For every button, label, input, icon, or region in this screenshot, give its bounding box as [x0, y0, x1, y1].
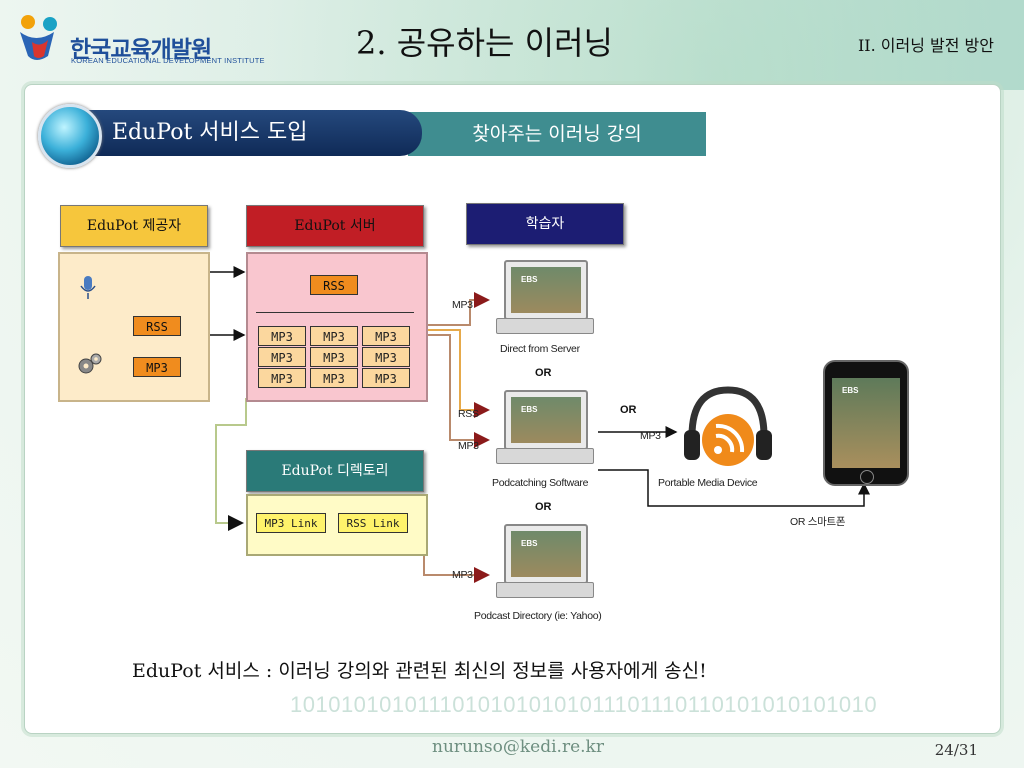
header-band — [0, 0, 1024, 90]
or-label: OR — [620, 404, 637, 416]
mp3-tag: MP3 — [310, 368, 358, 388]
server-header: EduPot 서버 — [246, 205, 424, 247]
page-number: 24/31 — [934, 741, 978, 759]
kedi-logo: 한국교육개발원 KOREAN EDUCATIONAL DEVELOPMENT I… — [14, 12, 265, 65]
mp3-tag: MP3 — [310, 347, 358, 367]
or-label: OR — [535, 501, 552, 513]
laptop-direct: EBS — [496, 260, 594, 344]
laptop-caption-directory: Podcast Directory (ie: Yahoo) — [474, 610, 602, 622]
smartphone-icon: EBS — [823, 360, 909, 486]
ebs-logo: EBS — [521, 275, 538, 284]
laptop-directory: EBS — [496, 524, 594, 608]
mp3-tag: MP3 — [258, 347, 306, 367]
laptop-podcatching: EBS — [496, 390, 594, 474]
mp3-tag: MP3 — [258, 326, 306, 346]
provider-header: EduPot 제공자 — [60, 205, 208, 247]
ebs-logo: EBS — [521, 405, 538, 414]
slide-title: 2. 공유하는 이러닝 — [356, 24, 613, 62]
server-rss-tag: RSS — [310, 275, 358, 295]
mp3-tag: MP3 — [362, 347, 410, 367]
ebs-logo: EBS — [521, 539, 538, 548]
smartphone-caption: OR 스마트폰 — [790, 516, 846, 528]
mp3-tag: MP3 — [362, 326, 410, 346]
tab-active[interactable]: EduPot 서비스 도입 — [82, 110, 422, 156]
binary-decoration: 1010101010111010101010101110111011010101… — [290, 692, 878, 717]
tab-bar: 찾아주는 이러닝 강의 EduPot 서비스 도입 — [38, 104, 706, 168]
podcast-headphones-icon — [684, 386, 772, 466]
device-caption: Portable Media Device — [658, 477, 758, 489]
summary-note: EduPot 서비스 : 이러닝 강의와 관련된 최신의 정보를 사용자에게 송… — [132, 660, 707, 682]
arrow-label-rss: RSS — [458, 408, 479, 420]
arrow-label-mp3-top: MP3 — [452, 299, 473, 311]
orb-icon — [38, 104, 102, 168]
or-label: OR — [535, 367, 552, 379]
provider-mp3-tag: MP3 — [133, 357, 181, 377]
directory-header: EduPot 디렉토리 — [246, 450, 424, 492]
mp3-tag: MP3 — [362, 368, 410, 388]
learner-header: 학습자 — [466, 203, 624, 245]
mp3-tag: MP3 — [310, 326, 358, 346]
laptop-caption-direct: Direct from Server — [500, 343, 580, 355]
microphone-icon — [80, 276, 96, 299]
logo-name: 한국교육개발원 — [70, 37, 212, 63]
arrow-label-mp3-bottom: MP3 — [452, 569, 473, 581]
provider-rss-tag: RSS — [133, 316, 181, 336]
logo-icon — [20, 15, 57, 60]
rss-link-tag: RSS Link — [338, 513, 408, 533]
mp3-tag: MP3 — [258, 368, 306, 388]
mp3-link-tag: MP3 Link — [256, 513, 326, 533]
gear-icon — [78, 353, 102, 374]
arrow-label-mp3-right: MP3 — [640, 430, 661, 442]
arrow-label-mp3-mid: MP3 — [458, 440, 479, 452]
contact-email[interactable]: nurunso@kedi.re.kr — [432, 737, 604, 757]
server-divider — [256, 312, 414, 313]
ebs-logo: EBS — [842, 386, 859, 395]
logo-subtitle: KOREAN EDUCATIONAL DEVELOPMENT INSTITUTE — [71, 56, 265, 65]
tab-secondary[interactable]: 찾아주는 이러닝 강의 — [408, 112, 706, 156]
section-label: II. 이러닝 발전 방안 — [857, 36, 994, 55]
laptop-caption-podcatching: Podcatching Software — [492, 477, 589, 489]
